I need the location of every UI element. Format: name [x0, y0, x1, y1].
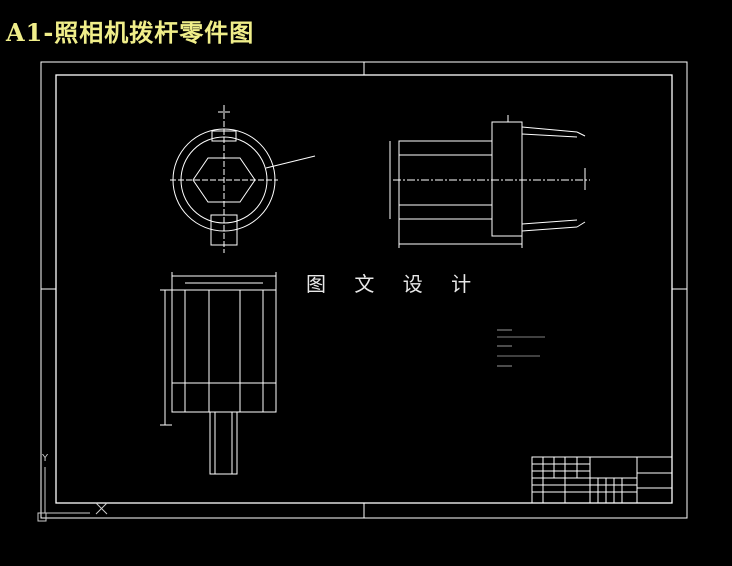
watermark-text: 图 文 设 计 — [306, 272, 483, 296]
technical-notes — [497, 329, 545, 367]
title-block — [531, 456, 673, 504]
end-view-circle — [170, 105, 316, 253]
ucs-axis-label: Y — [41, 453, 49, 464]
side-view — [389, 115, 590, 248]
drawing-title: A1-照相机拨杆零件图 — [6, 18, 255, 47]
front-view — [160, 272, 277, 475]
crosshair-x-icon — [95, 502, 108, 515]
ucs-icon — [37, 467, 90, 522]
